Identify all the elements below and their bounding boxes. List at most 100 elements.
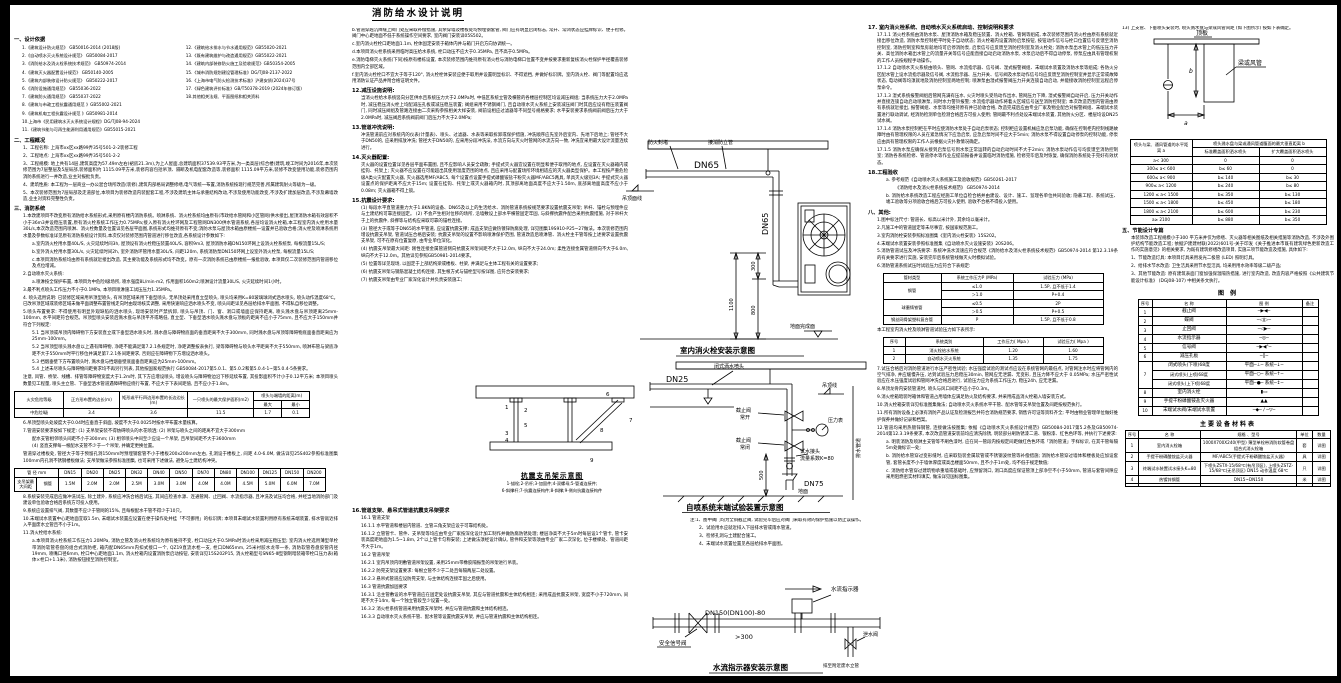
- table-cell: ─║─: [1225, 352, 1303, 363]
- list-item: 13.《既有建筑维护与改造通用规范》GB55022-2021: [185, 53, 287, 59]
- table-header-cell: DN40: [147, 468, 171, 478]
- safety-signal-valve-label: 安全信号阀: [659, 639, 687, 647]
- section-heading: 二、工程概况: [14, 138, 46, 145]
- table-cell: [1301, 307, 1319, 318]
- table-cell: 900≤ a< 1200: [1129, 181, 1193, 191]
- list-item: 8.《建筑与市政工程抗震通用规范 》GB55002-2021: [22, 102, 122, 108]
- table-cell: 2P: [1012, 298, 1104, 309]
- paragraph: 16.2.3 悬吊式管道应设防晃支架, 与主体结构连接牢固之后使用。: [361, 576, 489, 582]
- table-cell: ＞0.5: [940, 306, 1014, 317]
- table-cell: 平面─⊥─ 系统─↓─: [1225, 361, 1303, 372]
- paragraph: 1、节能改造灯具: 本项目灯具采用发光二极管 (LED) 照明灯具。: [1131, 256, 1257, 262]
- paragraph: 16.2.2 防晃支架设置要求: 每根立管不少于二处且每隔两层二处设置。: [361, 568, 498, 574]
- table-cell: ─◁|▷─: [1225, 316, 1303, 327]
- table-cell: [1301, 397, 1319, 408]
- table-header-cell: DN32: [125, 468, 149, 478]
- table-cell: 1500 ≤ a< 1800: [1129, 198, 1193, 208]
- list-item: 14.《建筑内部装修防火施工及验收规范》GB50354-2005: [185, 61, 296, 67]
- pipe-size-label: DN75: [804, 480, 824, 488]
- table-cell: [1301, 334, 1319, 345]
- paragraph: 2.凡施工中的管道固定等未尽事宜, 按国家规范施工。: [877, 225, 981, 231]
- paragraph: 5.3 挡烟垂壁下方布置喷头时, 溅水盘与挡烟垂壁底面垂直距离应为25mm-10…: [32, 359, 199, 365]
- table-cell: 4.0M: [191, 476, 215, 492]
- table-cell: P+0.5: [1012, 306, 1104, 317]
- table-header-cell: DN125: [258, 468, 282, 478]
- paragraph: 10.末端试水装置中心距地面宜取1.5m, 末端试水装置应设置在便于操作处并挂「…: [23, 516, 338, 529]
- paragraph: 11.所有消防设备上必须有消防产品认证及检测报告并符合消防规范要求, 销售许可证…: [877, 411, 1118, 423]
- paragraph: 6.吊顶型喷头处坡度大于0.04时应垂直于斜面, 坡度不大于0.0025时按水平…: [23, 420, 201, 426]
- label: 接消防立管: [708, 139, 733, 146]
- list-left: 1.《建筑设计防火规范》 GB50016-2014 (2018版)2.《自动喷水…: [14, 45, 186, 135]
- table-title: 主要设备材料表: [1199, 421, 1256, 428]
- table-cell: b≤ 240: [1191, 181, 1260, 191]
- diagram-caption: 抗震支吊架示意图: [520, 472, 584, 480]
- table-header-cell: 名 称: [1151, 298, 1227, 309]
- paragraph: 16.3.2 消火栓系统管道采用抗震支吊架时, 并应与管道抗震和主体结构相连。: [361, 606, 511, 612]
- table-cell: 1000X700X240(甲型) 薄型单栓带消防软管卷盘组合式消火栓箱: [1200, 438, 1297, 454]
- page-title: 消防给水设计说明: [372, 5, 465, 21]
- table-header-cell: 工作压力( Mpa ): [982, 337, 1044, 347]
- paragraph: 3、检修孔洞与土建配合施工。: [699, 533, 759, 539]
- list-item: 10.上海市《民用建筑水灭火系统设计规程》DG/TJ08-94-2024: [22, 118, 141, 124]
- table-cell: 0: [1191, 155, 1260, 166]
- part-number: 8: [600, 428, 604, 434]
- table-cell: 9: [1137, 397, 1153, 408]
- table-cell: 5: [1137, 343, 1153, 354]
- table-cell: ─◁▶─: [1225, 325, 1303, 336]
- table-cell: ≤0.5: [940, 298, 1014, 309]
- table-cell: 中危险Ⅰ级: [14, 408, 65, 418]
- paragraph: b. 消防给水管穿过变形缝时, 应采取铠装金属软管或不锈钢波纹管等补偿措施; 消…: [886, 454, 1118, 466]
- list-item: 11.《建筑节能与可再生能源利用通用规范》GB55015-2021: [22, 126, 136, 132]
- paragraph: 本工程室内消火栓及喷淋管道试验压力如下表所示:: [877, 327, 976, 333]
- table-cell: 手提干粉磷酸铵盐灭火器: [1151, 397, 1227, 408]
- table-cell: 7: [1137, 361, 1153, 390]
- table-cell: 1.20: [982, 345, 1044, 356]
- paragraph: 17.1.4 消防水泵控制柜在平时应使消防水泵处于自动启泵状态; 控制柜应设置机…: [877, 127, 1118, 145]
- list-item: 12.《建筑给水排水与节水通用规范》GB55020-2021: [185, 45, 287, 51]
- list-right: 12.《建筑给水排水与节水通用规范》GB55020-2021 13.《既有建筑维护…: [186, 45, 338, 135]
- flow-coefficient-label: 流量系数K=80: [800, 455, 834, 462]
- table-header-cell: DN150: [280, 468, 304, 478]
- table-row: 闭式喷头(上喷)68度平面─○─ 系统─↑─: [1138, 370, 1319, 381]
- table-cell: 0.1: [281, 408, 310, 418]
- table-cell: 8: [1137, 388, 1153, 399]
- data-table: 火灾危险等级正方形布置的边长(m)矩形或平行四边形布置的长边边长(m)一只喷头的…: [14, 391, 338, 418]
- paragraph: a. 参考规范《自动喷水灭火系统施工及验收规范》GB50261-2017: [886, 177, 1017, 183]
- table-cell: 止回阀: [1151, 325, 1227, 336]
- table-cell: 5.0M: [258, 476, 282, 492]
- dimension-b: b: [1189, 68, 1193, 75]
- table-cell: [1301, 343, 1319, 354]
- table-cell: 消火栓给水系统: [904, 345, 984, 356]
- table-cell: 1.35: [982, 354, 1044, 364]
- paragraph: 17.1.5 消防水泵应确保从接到启泵信号到水泵正常运转的自动启动时间不大于2m…: [877, 147, 1118, 166]
- paragraph: 17.1.1 消火栓系统由消防水泵、屋顶消防水箱及稳压装置、消火栓箱、管网等组成…: [877, 33, 1118, 64]
- section-heading: 12.减压设施说明:: [352, 88, 395, 95]
- seismic-bracing-diagram: 1 2 5 3 4 6 7 8 9: [475, 385, 635, 464]
- paragraph: 16.3.3 自动喷水灭火系统干管、配水管等设置抗震支吊架, 并应与管道抗震和主…: [361, 614, 542, 620]
- table-row: [1125, 483, 1331, 488]
- table-header-cell: 扩大覆盖面积洒水喷头: [1258, 147, 1327, 157]
- list-item: 9.《建筑机电工程抗震设计规范 》GB50981-2014: [22, 110, 118, 116]
- table-cell: 1.5P, 且不低于0.8: [1012, 315, 1104, 325]
- table-header-cell: 系统工作压力P (MPa): [940, 273, 1014, 283]
- table-cell: 米: [1296, 474, 1313, 485]
- table-cell: 具: [1296, 452, 1313, 462]
- paragraph: 1.本改建项目不改变原有消防给水系统形式,采用原有楼内消防系统。喷淋系统、消火栓…: [23, 214, 338, 239]
- paragraph: 17.1.3 湿式系统报警阀组后管网充满有压水, 火灾时喷头受热动作出水, 管网…: [877, 93, 1118, 125]
- table-cell: b≤ 30: [1258, 172, 1327, 183]
- table-header-cell: 火灾危险等级: [14, 391, 65, 410]
- end-test-device-diagram: DN25 闭式洒水喷头 吊顶线 截止阀 常开 压力表 截止阀 常闭 试水接头 流…: [649, 361, 867, 513]
- column-tables: 13) 上支管、下垂喷头安装时, 喷头溅水盘与梁或风管间距 (如下图所示) 按如…: [1122, 26, 1334, 674]
- dimension-a: a: [1184, 120, 1188, 127]
- table-cell: 1200 ≤ a< 1500: [1129, 189, 1193, 200]
